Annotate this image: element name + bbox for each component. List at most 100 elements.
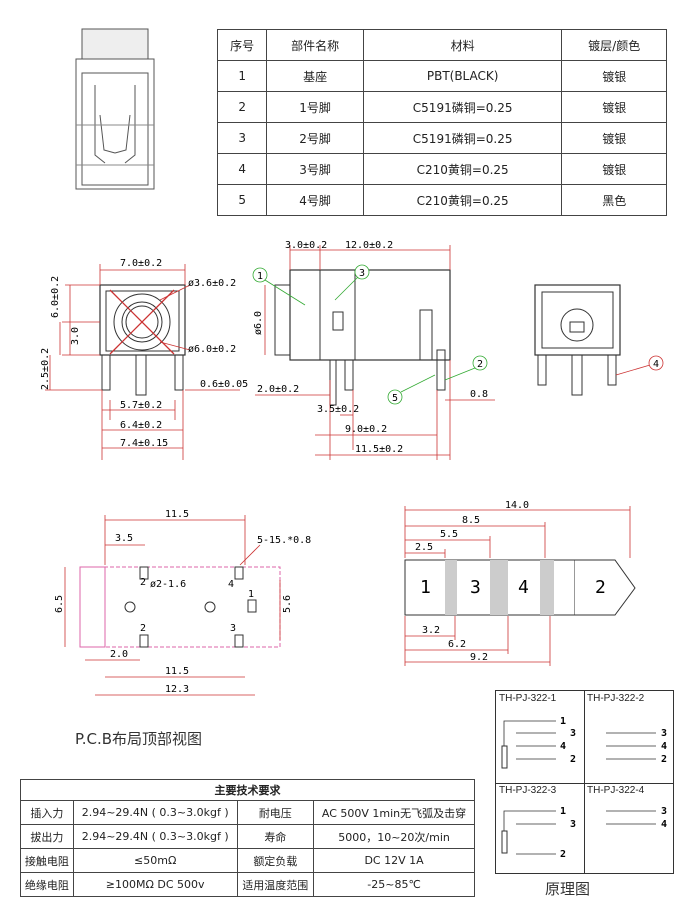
table-row: 5 4号脚 C210黄铜=0.25 黑色 [216, 184, 667, 216]
dim-label: 6.4±0.2 [120, 420, 162, 431]
table-cell: 镀银 [561, 60, 667, 92]
callout-label: 1 [257, 271, 263, 282]
table-row: 2 1号脚 C5191磷铜=0.25 镀银 [216, 91, 667, 123]
table-cell: PBT(BLACK) [362, 60, 563, 92]
table-row: 4 3号脚 C210黄铜=0.25 镀银 [216, 153, 667, 185]
dim-label: 9.0±0.2 [345, 424, 387, 435]
materials-table: 序号 部件名称 材料 镀层/颜色 1 基座 PBT(BLACK) 镀银 2 1号… [216, 29, 667, 216]
table-cell: ≥100MΩ DC 500v [72, 872, 238, 897]
dim-label: 3.0±0.2 [285, 240, 327, 251]
dim-label: ø3.6±0.2 [188, 278, 236, 289]
segment-label: 4 [518, 577, 529, 598]
pin-label: 3 [661, 806, 667, 817]
header-cell: 镀层/颜色 [561, 29, 667, 61]
dim-label: 5.5 [440, 529, 458, 540]
table-cell: 拔出力 [20, 824, 74, 849]
table-row: 插入力 2.94~29.4N ( 0.3~3.0kgf ) 耐电压 AC 500… [20, 800, 475, 825]
dim-label: 7.0±0.2 [120, 258, 162, 269]
dim-label: 12.3 [165, 684, 189, 695]
schematic-title: TH-PJ-322-4 [587, 785, 645, 796]
table-cell: 接触电阻 [20, 848, 74, 873]
callout-label: 4 [653, 359, 659, 370]
pad-label: 2 [140, 577, 146, 588]
dim-label: ø2-1.6 [150, 579, 186, 590]
table-cell: 适用温度范围 [236, 872, 315, 897]
dim-label: 14.0 [505, 500, 529, 511]
plug-diagram: 14.0 8.5 5.5 2.5 3.2 6.2 9.2 1 3 4 2 [404, 500, 636, 666]
header-cell: 材料 [362, 29, 563, 61]
pin-label: 3 [570, 819, 576, 830]
dim-label: 7.4±0.15 [120, 438, 168, 449]
table-cell: 镀银 [561, 153, 667, 185]
table-cell: 耐电压 [236, 800, 315, 825]
pin-label: 2 [570, 754, 576, 765]
table-cell: 黑色 [561, 184, 667, 216]
table-cell: 2.94~29.4N ( 0.3~3.0kgf ) [72, 824, 238, 849]
table-cell: 3 [216, 122, 268, 154]
dim-label: 11.5 [165, 509, 189, 520]
dim-label: ø6.0±0.2 [188, 344, 236, 355]
dim-label: 3.0 [70, 327, 81, 345]
dim-label: 2.5 [415, 542, 433, 553]
dim-label: 0.6±0.05 [200, 379, 248, 390]
part-top-view [75, 28, 155, 190]
dim-label: 9.2 [470, 652, 488, 663]
table-cell: 镀银 [561, 122, 667, 154]
schematic-title: TH-PJ-322-3 [499, 785, 557, 796]
pin-label: 4 [560, 741, 566, 752]
table-row: 1 基座 PBT(BLACK) 镀银 [216, 60, 667, 92]
dim-label: 5.6 [282, 595, 293, 613]
pad-label: 1 [248, 589, 254, 600]
table-cell: C5191磷铜=0.25 [362, 122, 563, 154]
pin-label: 3 [570, 728, 576, 739]
table-cell: 寿命 [236, 824, 315, 849]
table-cell: 5000，10~20次/min [313, 824, 475, 849]
table-cell: 额定负载 [236, 848, 315, 873]
dim-label: 3.2 [422, 625, 440, 636]
pin-label: 3 [661, 728, 667, 739]
table-row: 3 2号脚 C5191磷铜=0.25 镀银 [216, 122, 667, 154]
dim-label: 11.5±0.2 [355, 444, 403, 455]
segment-label: 2 [595, 577, 606, 598]
pin-label: 1 [560, 716, 566, 727]
dim-label: 6.2 [448, 639, 466, 650]
table-cell: 2 [216, 91, 268, 123]
callout-label: 2 [477, 359, 483, 370]
table-cell: DC 12V 1A [313, 848, 475, 873]
spec-table: 主要技术要求 插入力 2.94~29.4N ( 0.3~3.0kgf ) 耐电压… [20, 779, 475, 897]
dim-label: 3.5 [115, 533, 133, 544]
table-cell: AC 500V 1min无飞弧及击穿 [313, 800, 475, 825]
table-row: 拔出力 2.94~29.4N ( 0.3~3.0kgf ) 寿命 5000，10… [20, 824, 475, 849]
table-cell: 基座 [266, 60, 364, 92]
table-cell: C5191磷铜=0.25 [362, 91, 563, 123]
schematic-caption: 原理图 [545, 880, 591, 898]
segment-label: 3 [470, 577, 481, 598]
dim-label: 11.5 [165, 666, 189, 677]
dim-label: 2.0±0.2 [257, 384, 299, 395]
pcb-caption: P.C.B布局顶部视图 [75, 730, 203, 748]
callout-label: 5 [392, 393, 398, 404]
pcb-layout-drawing: 11.5 3.5 5-15.*0.8 ø2-1.6 6.5 5.6 2.0 11… [54, 509, 311, 696]
spec-title: 主要技术要求 [20, 779, 475, 801]
rear-view-drawing: 4 [534, 284, 664, 396]
table-cell: 2号脚 [266, 122, 364, 154]
pin-label: 4 [661, 741, 667, 752]
table-cell: 1 [216, 60, 268, 92]
dim-label: 2.5±0.2 [40, 348, 51, 390]
dim-label: 6.5 [54, 595, 65, 613]
schematic-title: TH-PJ-322-2 [587, 693, 645, 704]
table-header-row: 序号 部件名称 材料 镀层/颜色 [216, 29, 667, 61]
callout-label: 3 [359, 268, 365, 279]
schematic-title: TH-PJ-322-1 [499, 693, 557, 704]
schematic-panel: TH-PJ-322-1 TH-PJ-322-2 TH-PJ-322-3 TH-P… [495, 690, 674, 874]
front-view-drawing: 7.0±0.2 ø3.6±0.2 6.0±0.2 3.0 2.5±0.2 ø6.… [40, 258, 248, 460]
table-cell: C210黄铜=0.25 [362, 153, 563, 185]
dim-label: 5.7±0.2 [120, 400, 162, 411]
table-cell: 镀银 [561, 91, 667, 123]
dim-label: 2.0 [110, 649, 128, 660]
table-cell: C210黄铜=0.25 [362, 184, 563, 216]
dim-label: 5-15.*0.8 [257, 535, 311, 546]
dim-label: 6.0±0.2 [50, 276, 61, 318]
dim-label: 0.8 [470, 389, 488, 400]
table-cell: 5 [216, 184, 268, 216]
